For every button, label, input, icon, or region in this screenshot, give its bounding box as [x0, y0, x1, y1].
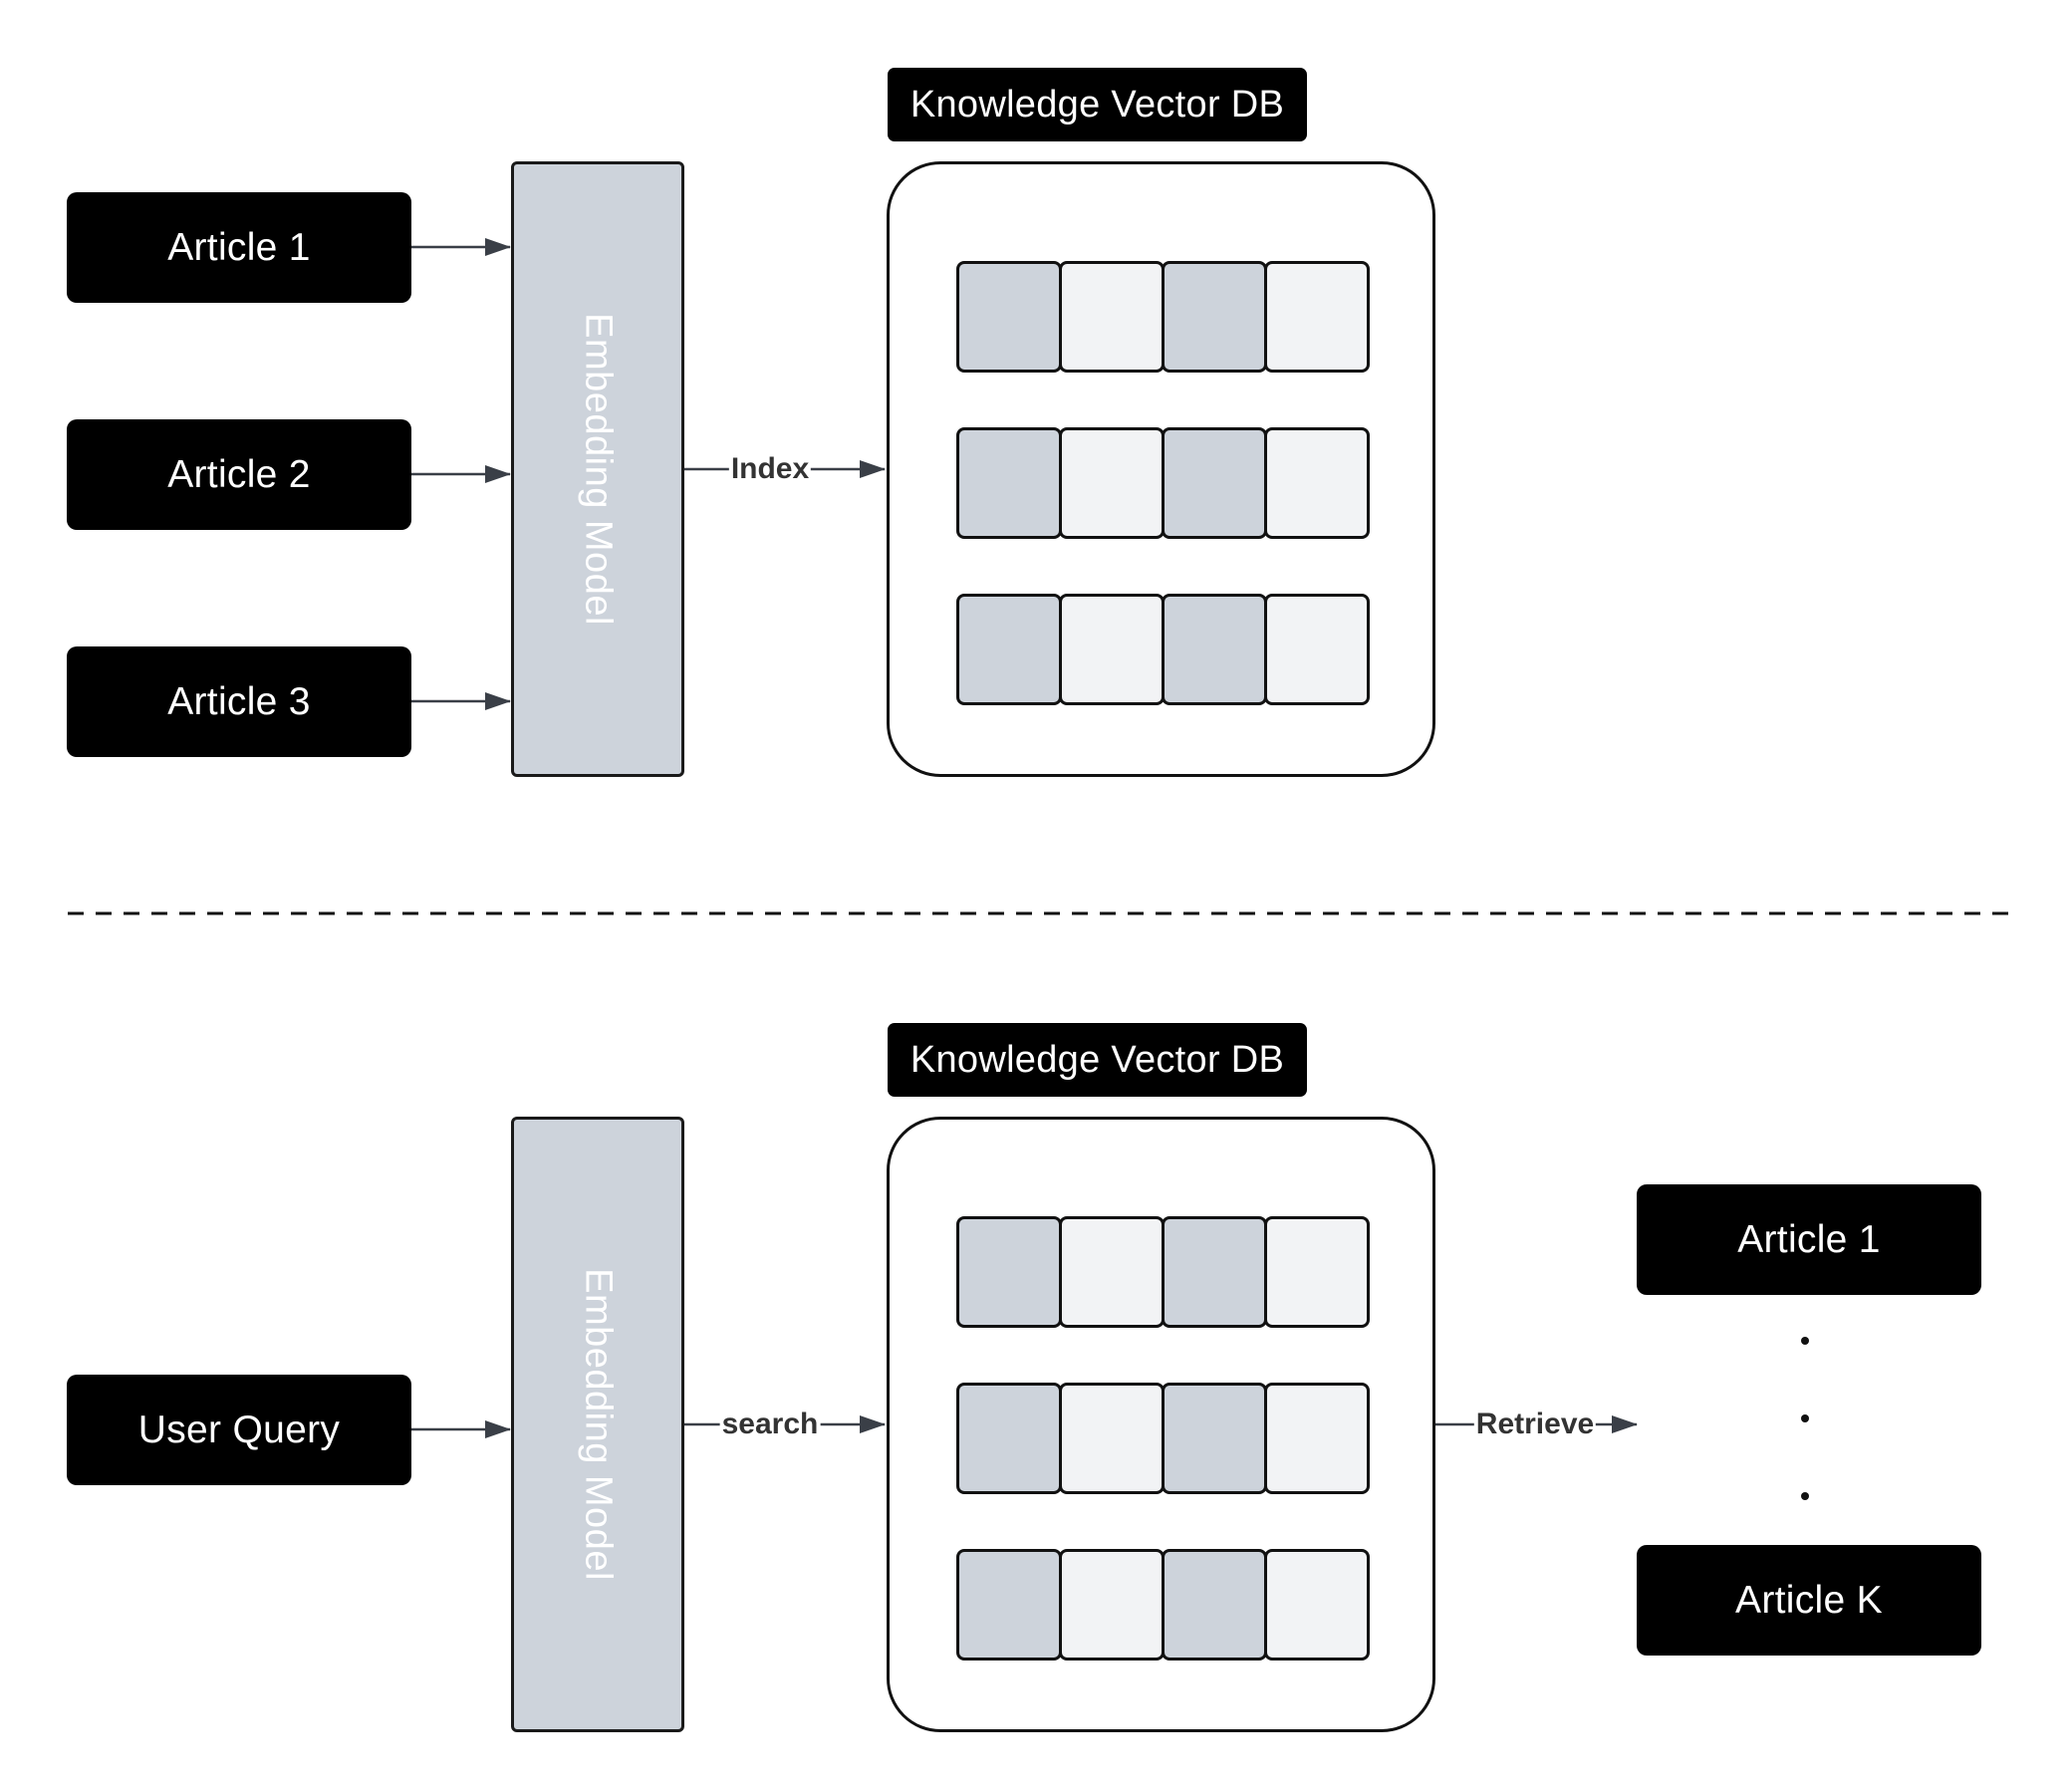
vector-cell — [956, 594, 1062, 705]
embedding-model-top-label: Embedding Model — [577, 313, 620, 626]
vector-db-top — [887, 161, 1435, 777]
embedding-model-top: Embedding Model — [511, 161, 684, 777]
vector-cell — [1264, 1383, 1370, 1494]
user-query-box: User Query — [67, 1375, 411, 1485]
ellipsis-dot — [1801, 1337, 1809, 1345]
vector-cell — [1059, 1383, 1165, 1494]
embedding-model-bottom-label: Embedding Model — [577, 1268, 620, 1581]
article-2-box: Article 2 — [67, 419, 411, 530]
result-article-k-box: Article K — [1637, 1545, 1981, 1656]
vector-cell — [956, 261, 1062, 373]
vector-cell — [1162, 427, 1267, 539]
vector-cell — [1162, 261, 1267, 373]
vector-cell — [1264, 1549, 1370, 1661]
vector-db-title-bottom: Knowledge Vector DB — [888, 1023, 1307, 1097]
vector-cell — [1264, 427, 1370, 539]
vector-cell — [1162, 594, 1267, 705]
vector-cell — [1059, 1549, 1165, 1661]
vector-cell — [1264, 1216, 1370, 1328]
result-article-1-label: Article 1 — [1737, 1217, 1881, 1261]
index-label: Index — [728, 452, 812, 485]
vector-cell — [1059, 1216, 1165, 1328]
vector-cell — [956, 1549, 1062, 1661]
vector-cell — [956, 1383, 1062, 1494]
search-label: search — [719, 1407, 821, 1440]
vector-cell — [1059, 261, 1165, 373]
vector-db-title-top: Knowledge Vector DB — [888, 68, 1307, 141]
article-2-label: Article 2 — [167, 452, 311, 496]
vector-cell — [1059, 594, 1165, 705]
vector-cell — [1162, 1216, 1267, 1328]
vector-cell — [1059, 427, 1165, 539]
result-article-1-box: Article 1 — [1637, 1184, 1981, 1295]
result-article-k-label: Article K — [1735, 1578, 1883, 1622]
retrieve-label: Retrieve — [1473, 1407, 1597, 1440]
article-3-label: Article 3 — [167, 679, 311, 723]
vector-cell — [1162, 1549, 1267, 1661]
vector-cell — [1162, 1383, 1267, 1494]
vector-cell — [956, 1216, 1062, 1328]
vector-cell — [956, 427, 1062, 539]
vector-cell — [1264, 261, 1370, 373]
article-1-label: Article 1 — [167, 225, 311, 269]
article-3-box: Article 3 — [67, 646, 411, 757]
ellipsis-dot — [1801, 1414, 1809, 1422]
user-query-label: User Query — [137, 1407, 341, 1451]
vector-db-bottom — [887, 1117, 1435, 1732]
ellipsis-dot — [1801, 1492, 1809, 1500]
article-1-box: Article 1 — [67, 192, 411, 303]
vector-cell — [1264, 594, 1370, 705]
embedding-model-bottom: Embedding Model — [511, 1117, 684, 1732]
